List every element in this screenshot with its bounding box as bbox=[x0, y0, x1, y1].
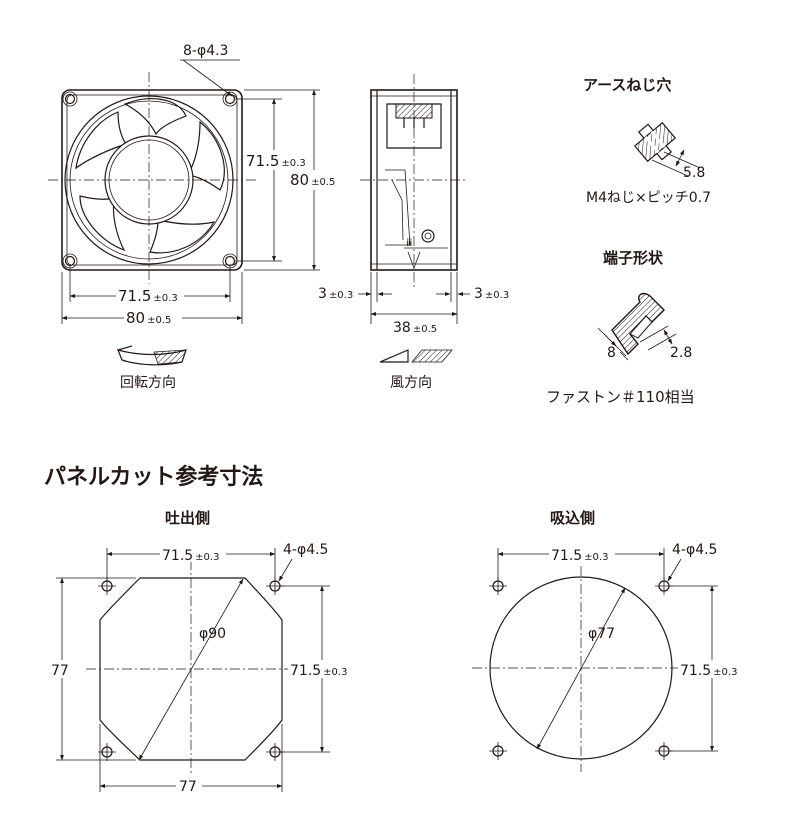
terminal-spec: ファストン＃110相当 bbox=[546, 388, 695, 406]
intake-pitch-right: 71.5±0.3 bbox=[680, 663, 737, 679]
earth-screw bbox=[421, 229, 435, 243]
front-view: 8-φ4.3 71.5±0.3 80±0.5 71.5±0.3 80±0.5 bbox=[48, 43, 340, 391]
side-view: ⅲ 3±0.3 3±0.3 38±0.5 風方向 bbox=[318, 74, 509, 391]
exhaust-pitch-right: 71.5±0.3 bbox=[290, 663, 347, 679]
side-dim-flange-right: 3±0.3 bbox=[474, 286, 509, 302]
front-dim-outer-w: 80±0.5 bbox=[126, 309, 171, 327]
side-dim-flange-left: 3±0.3 bbox=[318, 286, 353, 302]
exhaust-pitch-top: 71.5±0.3 bbox=[162, 548, 219, 564]
intake-pitch-top: 71.5±0.3 bbox=[551, 548, 608, 564]
earth-hole-detail: アースねじ穴 5.8 M4ねじ×ピッチ0.7 bbox=[583, 76, 711, 206]
rotation-direction-label: 回転方向 bbox=[120, 375, 176, 391]
terminal-detail: 端子形状 8 2.8 ファストン＃110相当 bbox=[546, 249, 695, 406]
terminal-dim-a: 8 bbox=[607, 345, 616, 361]
front-dim-inner-w: 71.5±0.3 bbox=[118, 287, 178, 305]
exhaust-diameter: φ90 bbox=[199, 626, 226, 642]
hole-spec-label: 8-φ4.3 bbox=[183, 43, 228, 59]
earth-hole-spec: M4ねじ×ピッチ0.7 bbox=[586, 190, 711, 206]
front-dim-outer-h: 80±0.5 bbox=[290, 171, 335, 189]
panel-cut-intake: 吸込側 φ77 71.5±0.3 4-φ4.5 71.5 bbox=[472, 509, 744, 772]
intake-holes-spec: 4-φ4.5 bbox=[672, 542, 717, 558]
terminal-title: 端子形状 bbox=[603, 249, 664, 267]
svg-text:ⅲ: ⅲ bbox=[406, 238, 412, 249]
airflow-direction-symbol bbox=[379, 349, 453, 363]
side-dim-depth: 38±0.5 bbox=[393, 320, 437, 336]
airflow-direction-label: 風方向 bbox=[390, 375, 432, 391]
intake-diameter: φ77 bbox=[588, 626, 615, 642]
exhaust-cutout bbox=[99, 577, 283, 761]
earth-hole-title: アースねじ穴 bbox=[583, 76, 671, 94]
panel-cut-exhaust: 吐出側 φ90 71.5±0.3 4-φ4.5 71.5 bbox=[48, 509, 354, 795]
exhaust-holes-spec: 4-φ4.5 bbox=[283, 542, 328, 558]
exhaust-width: 77 bbox=[179, 779, 197, 795]
front-dim-inner-h: 71.5±0.3 bbox=[246, 152, 306, 170]
fan-blades bbox=[75, 98, 225, 254]
exhaust-title: 吐出側 bbox=[165, 509, 210, 527]
exhaust-height: 77 bbox=[51, 663, 69, 679]
earth-hole-dim: 5.8 bbox=[683, 165, 705, 181]
panel-cut-title: パネルカット参考寸法 bbox=[44, 464, 263, 490]
terminal-dim-b: 2.8 bbox=[670, 345, 692, 361]
rotation-direction-symbol bbox=[116, 345, 187, 366]
intake-title: 吸込側 bbox=[550, 509, 595, 527]
